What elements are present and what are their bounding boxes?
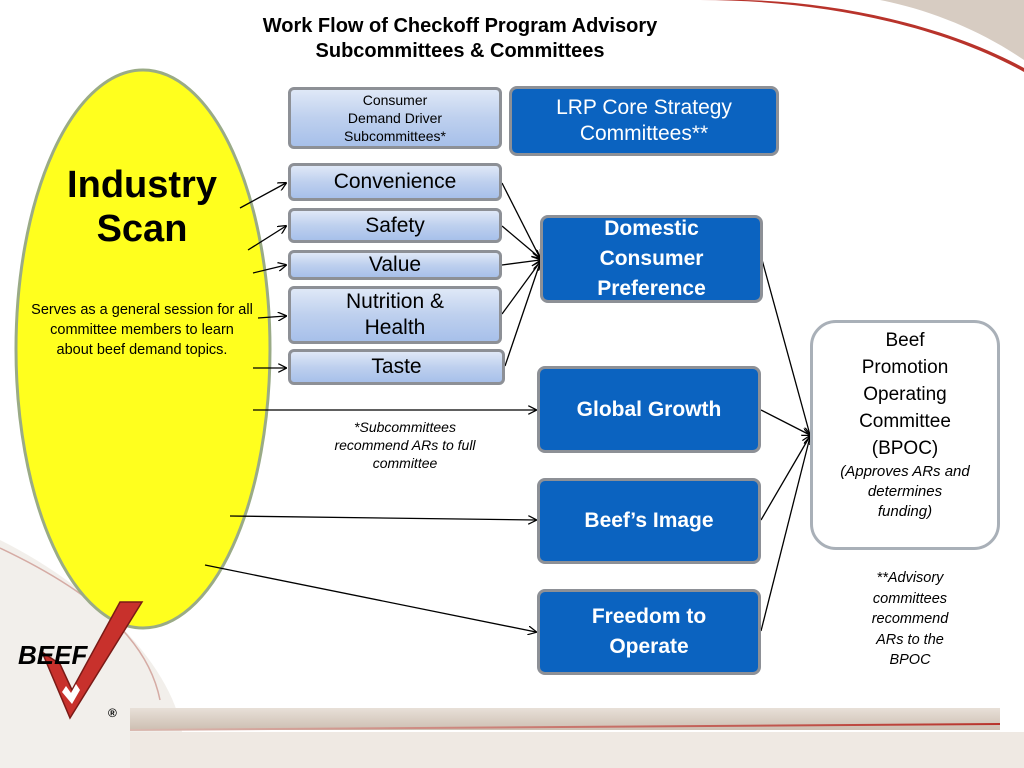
committee-beefs-image: Beef’s Image	[537, 478, 761, 564]
top-right-decoration	[700, 0, 1024, 72]
committee-freedom-label-1: Freedom to	[591, 605, 707, 628]
subcommittee-nutrition-label-1: Nutrition &	[345, 290, 445, 313]
subcommittee-convenience-label: Convenience	[333, 170, 457, 193]
beef-logo-mark	[40, 601, 144, 720]
subcommittee-to-domestic-arrows	[501, 182, 540, 367]
committee-global-growth: Global Growth	[537, 366, 761, 453]
industry-scan-title-line-2: Scan	[96, 208, 188, 250]
subcommittee-taste-label: Taste	[371, 355, 422, 378]
subcommittees-footnote: *Subcommittees recommend ARs to full com…	[310, 418, 500, 472]
industry-scan-ellipse	[14, 68, 272, 630]
title-line-1: Work Flow of Checkoff Program Advisory	[262, 15, 658, 37]
bpoc-box: Beef Promotion Operating Committee (BPOC…	[810, 320, 1000, 550]
bpoc-line-3: Operating	[863, 384, 947, 405]
subcommittees-footnote-line-2: recommend ARs to full	[334, 437, 476, 453]
committee-domestic-label-1: Domestic	[604, 217, 699, 240]
subcommittee-safety-label: Safety	[365, 213, 425, 237]
committee-domestic-label-2: Consumer	[599, 247, 704, 270]
bpoc-note-line-2: determines	[867, 483, 943, 500]
subcommittees-footnote-line-3: committee	[372, 455, 438, 471]
committee-beefs-image-label: Beef’s Image	[584, 509, 714, 532]
committee-domestic-consumer-preference: Domestic Consumer Preference	[540, 215, 763, 303]
page-title: Work Flow of Checkoff Program Advisory S…	[200, 14, 720, 64]
bpoc-note-line-1: (Approves ARs and	[840, 463, 970, 480]
subcommittee-convenience: Convenience	[288, 163, 502, 201]
industry-scan-description: Serves as a general session for all comm…	[31, 302, 253, 358]
consumer-driver-line-3: Subcommittees*	[344, 128, 446, 144]
committee-freedom-label-2: Operate	[609, 635, 689, 658]
bpoc-line-1: Beef	[885, 330, 925, 351]
bpoc-line-5: (BPOC)	[871, 438, 939, 459]
scan-to-committee-arrows	[204, 410, 536, 632]
committee-domestic-label-3: Preference	[597, 277, 706, 300]
beef-logo-text: BEEF	[18, 640, 88, 670]
bpoc-line-2: Promotion	[861, 357, 949, 378]
bpoc-line-4: Committee	[859, 411, 951, 432]
subcommittees-footnote-line-1: *Subcommittees	[354, 419, 456, 435]
committee-to-bpoc-arrows	[760, 255, 810, 632]
lrp-line-1: LRP Core Strategy	[556, 96, 732, 119]
subcommittee-safety: Safety	[288, 208, 502, 243]
consumer-driver-line-1: Consumer	[362, 92, 428, 108]
consumer-driver-line-2: Demand Driver	[347, 110, 443, 126]
industry-scan-title-line-1: Industry	[67, 164, 217, 206]
committee-global-growth-label: Global Growth	[576, 397, 722, 421]
committee-freedom-to-operate: Freedom to Operate	[537, 589, 761, 675]
subcommittee-taste: Taste	[288, 349, 505, 385]
advisory-footnote-line-5: BPOC	[889, 652, 931, 668]
advisory-footnote-line-4: ARs to the	[876, 631, 944, 648]
lrp-line-2: Committees**	[579, 122, 709, 145]
title-line-2: Subcommittees & Committees	[315, 40, 605, 62]
subcommittee-value-label: Value	[368, 253, 422, 276]
lrp-core-strategy-header: LRP Core Strategy Committees**	[509, 86, 779, 156]
subcommittee-nutrition-label-2: Health	[364, 316, 426, 339]
subcommittee-nutrition-health: Nutrition & Health	[288, 286, 502, 344]
bpoc-note-line-3: funding)	[877, 503, 933, 520]
advisory-footnote-line-2: committees	[872, 590, 948, 607]
industry-scan-title: Industry Scan	[52, 163, 232, 251]
advisory-footnote: **Advisory committees recommend ARs to t…	[840, 568, 980, 671]
scan-to-subcommittee-arrows	[239, 183, 286, 368]
subcommittee-value: Value	[288, 250, 502, 280]
advisory-footnote-line-3: recommend	[871, 611, 949, 627]
beef-logo-registered: ®	[108, 706, 117, 720]
consumer-demand-driver-header: Consumer Demand Driver Subcommittees*	[288, 87, 502, 149]
advisory-footnote-line-1: **Advisory	[876, 570, 944, 586]
